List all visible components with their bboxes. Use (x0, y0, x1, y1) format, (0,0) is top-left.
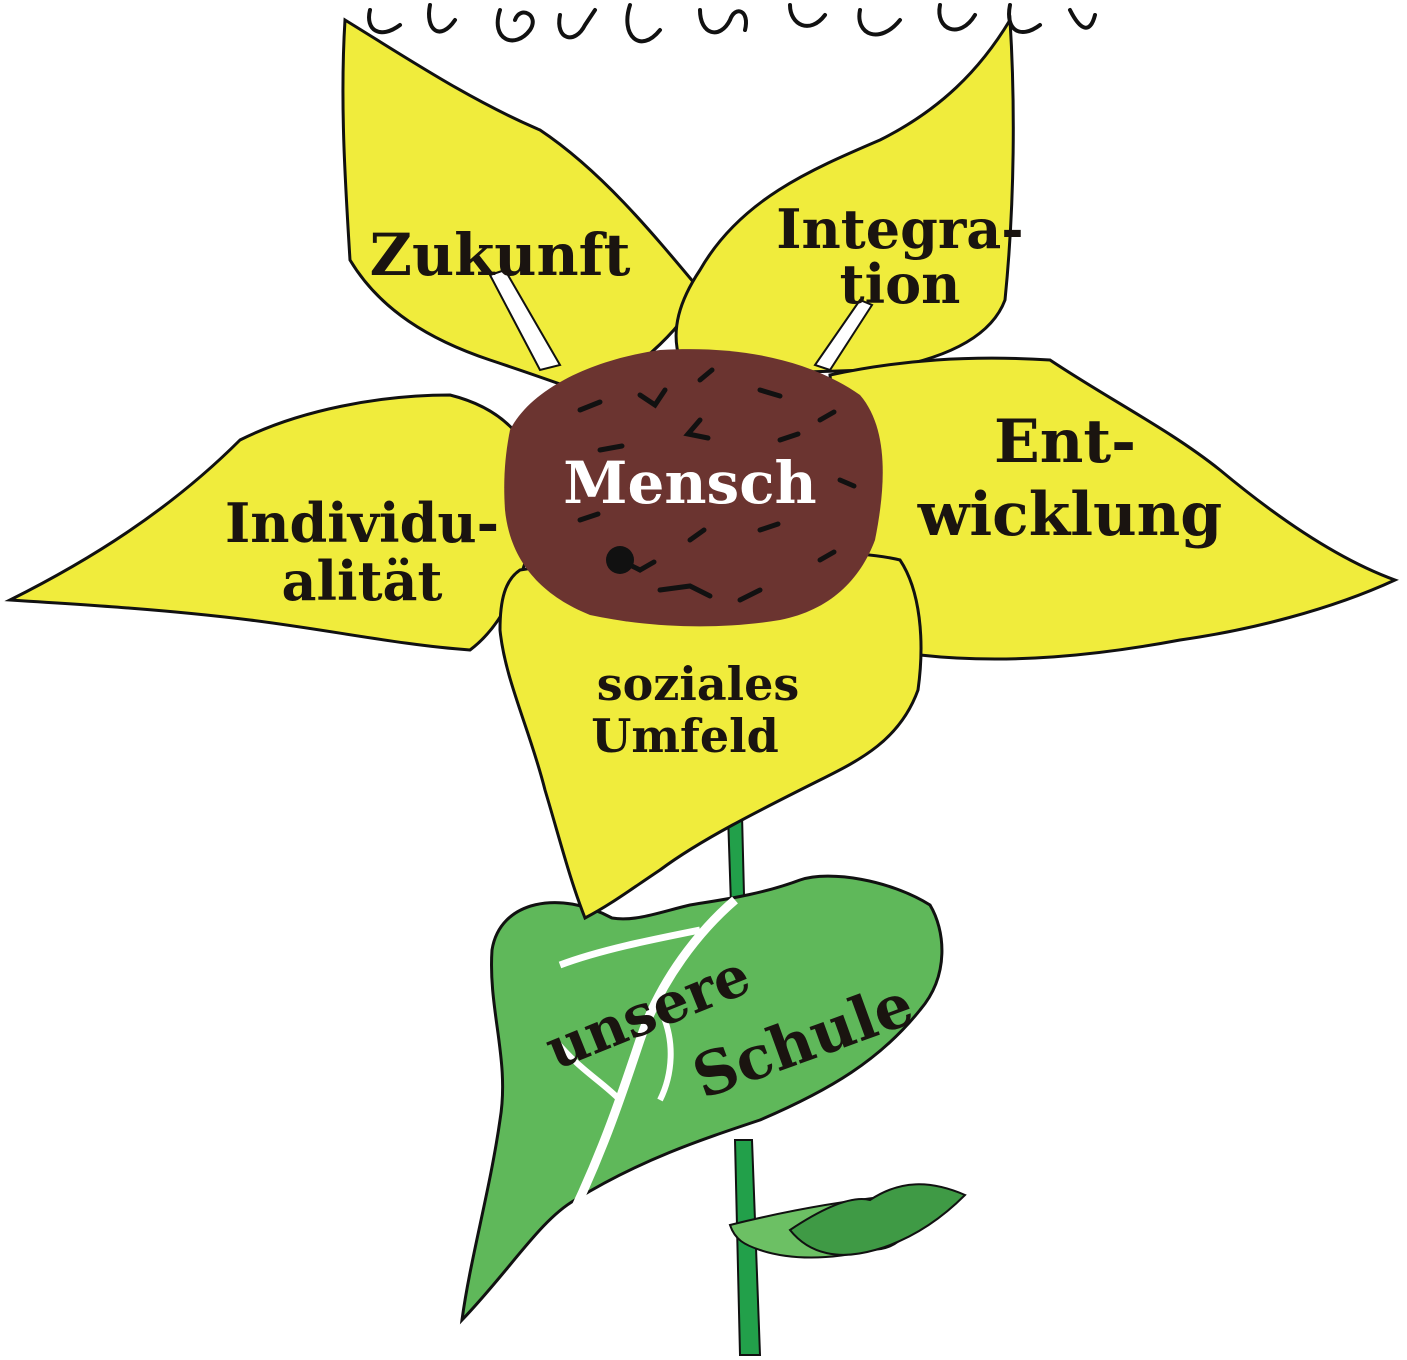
petal-label-entwicklung-line2: wicklung (917, 480, 1223, 550)
petal-label-soziales-umfeld-line1: soziales (597, 657, 800, 711)
petal-label-individualitaet-line2: alität (282, 549, 443, 613)
petal-label-zukunft: Zukunft (370, 221, 631, 289)
petal-label-individualitaet-line1: Individu- (225, 491, 499, 555)
center-dot (606, 546, 634, 574)
petal-label-entwicklung-line1: Ent- (994, 407, 1136, 477)
small-leaf-2 (790, 1184, 965, 1255)
top-script-decoration (369, 5, 1095, 41)
petal-label-soziales-umfeld-line2: Umfeld (591, 709, 778, 763)
petal-label-integration-line2: tion (840, 252, 961, 316)
center-label: Mensch (563, 449, 816, 517)
petal-zukunft (343, 20, 700, 395)
